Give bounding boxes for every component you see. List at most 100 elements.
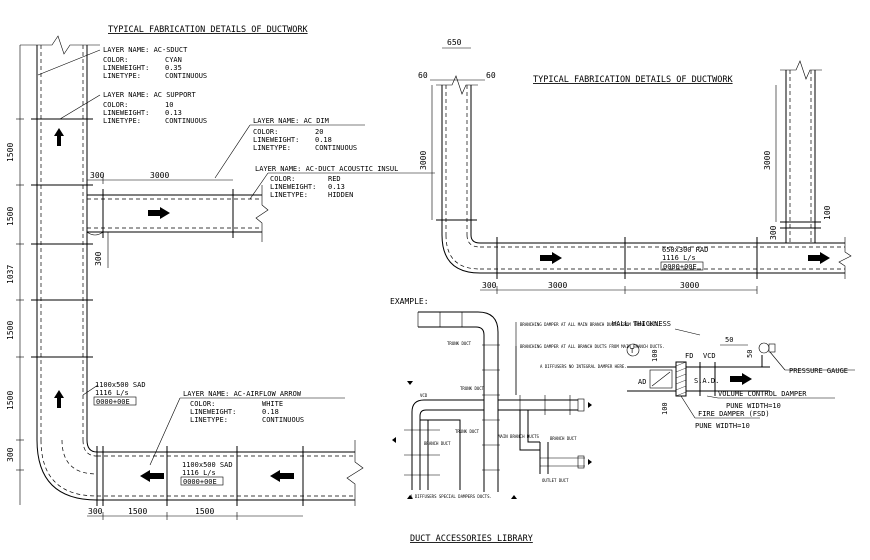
acc-fd: FD xyxy=(685,352,693,360)
layer-sduct-color: CYAN xyxy=(165,56,182,64)
right-duct xyxy=(436,60,852,279)
layer-insul-name: LAYER NAME: AC-DUCT ACOUSTIC INSUL xyxy=(255,165,398,173)
dim-right-h-3000a: 3000 xyxy=(548,281,567,290)
example-diagram: TRUNK DUCT TRUNK DUCT TRUNK DUCT BRANCH … xyxy=(392,311,665,499)
left-branch-duct xyxy=(86,185,269,242)
dim-branch-3000: 3000 xyxy=(150,171,169,180)
acc-sad: S.A.D. xyxy=(694,377,719,385)
dim-right-60b: 60 xyxy=(486,71,496,80)
acc-ad: AD xyxy=(638,378,646,386)
layer-support-lt: CONTINUOUS xyxy=(165,117,207,125)
title-right: TYPICAL FABRICATION DETAILS OF DUCTWORK xyxy=(533,75,733,85)
dim-right-300: 300 xyxy=(769,225,778,240)
dim-right-100: 100 xyxy=(823,205,832,220)
layer-sduct-lt-label: LINETYPE: xyxy=(103,72,141,80)
bottom-tag-flow: 1116 L/s xyxy=(182,469,216,477)
riser-tag-flow: 1116 L/s xyxy=(95,389,129,397)
riser-tag-size: 1100x500 SAD xyxy=(95,381,146,389)
acc-pune-1: PUNE WIDTH=10 xyxy=(726,402,781,410)
layer-dim-lt-label: LINETYPE: xyxy=(253,144,291,152)
acc-fsd-label: FIRE DAMPER (FSD) xyxy=(698,410,770,418)
right-dimensions: 650 60 60 3000 3000 100 300 300 3000 300… xyxy=(418,38,832,294)
layer-sduct-lw: 0.35 xyxy=(165,64,182,72)
layer-arrow-color-label: COLOR: xyxy=(190,400,215,408)
left-riser-duct xyxy=(20,35,100,440)
layer-support-lt-label: LINETYPE: xyxy=(103,117,141,125)
layer-sduct-color-label: COLOR: xyxy=(103,56,128,64)
layer-arrow-color: WHITE xyxy=(262,400,283,408)
layer-dim-color-label: COLOR: xyxy=(253,128,278,136)
layer-dim-lw: 0.18 xyxy=(315,136,332,144)
dim-bottom-1500a: 1500 xyxy=(128,507,147,516)
branch-dimensions: 300 3000 300 xyxy=(87,171,233,268)
dim-bottom-300: 300 xyxy=(88,507,103,516)
layer-arrow-lt-label: LINETYPE: xyxy=(190,416,228,424)
layer-sduct-lt: CONTINUOUS xyxy=(165,72,207,80)
layer-arrow-name: LAYER NAME: AC-AIRFLOW ARROW xyxy=(183,390,302,398)
layer-block-arrow: LAYER NAME: AC-AIRFLOW ARROW COLOR: WHIT… xyxy=(149,390,345,466)
example-trunk-1: TRUNK DUCT xyxy=(447,341,472,346)
dim-right-60a: 60 xyxy=(418,71,428,80)
bottom-tag-size: 1100x500 SAD xyxy=(182,461,233,469)
example-trunk-3: TRUNK DUCT xyxy=(455,429,480,434)
acc-vcd: VCD xyxy=(703,352,716,360)
dim-v-5: 1500 xyxy=(6,391,15,410)
layer-support-lw: 0.13 xyxy=(165,109,182,117)
dim-v-3: 1037 xyxy=(6,265,15,284)
layer-block-sduct: LAYER NAME: AC-SDUCT COLOR: CYAN LINEWEI… xyxy=(37,46,207,80)
layer-dim-color: 20 xyxy=(315,128,323,136)
example-note-3: A DIFFUSERS NO INTEGRAL DAMPER HERE. xyxy=(540,364,627,369)
layer-block-dim: LAYER NAME: AC DIM COLOR: 20 LINEWEIGHT:… xyxy=(214,117,365,179)
acc-dim-100b: 100 xyxy=(661,402,669,415)
layer-dim-lw-label: LINEWEIGHT: xyxy=(253,136,299,144)
dim-branch-300: 300 xyxy=(90,171,105,180)
left-bottom-duct xyxy=(96,440,364,506)
example-branch-1: BRANCH DUCT xyxy=(424,441,451,446)
layer-insul-lt: HIDDEN xyxy=(328,191,353,199)
layer-arrow-lt: CONTINUOUS xyxy=(262,416,304,424)
example-note-1: BRANCHING DAMPER AT ALL MAIN BRANCH DUCT… xyxy=(520,322,660,327)
dim-right-h-300: 300 xyxy=(482,281,497,290)
example-outlet: OUTLET DUCT xyxy=(542,478,569,483)
right-tag-size: 650x300 RAD xyxy=(662,246,708,254)
example-main-branch: MAIN BRANCH DUCTS xyxy=(498,434,540,439)
acc-pune-2: PUNE WIDTH=10 xyxy=(695,422,750,430)
layer-insul-color-label: COLOR: xyxy=(270,175,295,183)
dim-v-4: 1500 xyxy=(6,321,15,340)
acc-dim-100a: 100 xyxy=(651,349,659,362)
dim-bottom-1500b: 1500 xyxy=(195,507,214,516)
acc-vcd-label: VOLUME CONTROL DAMPER xyxy=(718,390,807,398)
example-vcd: VCD xyxy=(420,393,428,398)
example-label: EXAMPLE: xyxy=(390,297,429,306)
acc-wall-thickness: WALL THICKNESS xyxy=(612,320,671,328)
dim-branch-300b: 300 xyxy=(94,251,103,266)
riser-duct-tag: 1100x500 SAD 1116 L/s 0000+00E xyxy=(82,381,146,406)
title-bottom: DUCT ACCESSORIES LIBRARY xyxy=(410,534,533,544)
layer-support-name: LAYER NAME: AC SUPPORT xyxy=(103,91,197,99)
accessory-detail: WALL THICKNESS T AD S.A.D. FD VCD 50 50 … xyxy=(612,320,855,430)
bottom-dimensions: 300 1500 1500 xyxy=(87,507,303,520)
dim-v-2: 1500 xyxy=(6,207,15,226)
right-duct-tag: 650x300 RAD 1116 L/s 0000+00E xyxy=(660,246,708,271)
layer-support-lw-label: LINEWEIGHT: xyxy=(103,109,149,117)
layer-insul-lw: 0.13 xyxy=(328,183,345,191)
acc-circle-t: T xyxy=(630,347,635,355)
example-note-2: BRANCHING DAMPER AT ALL BRANCH DUCTS FRO… xyxy=(520,344,665,349)
dim-right-3000b: 3000 xyxy=(763,151,772,170)
dim-v-1: 1500 xyxy=(6,143,15,162)
layer-support-color-label: COLOR: xyxy=(103,101,128,109)
layer-sduct-name: LAYER NAME: AC-SDUCT xyxy=(103,46,188,54)
title-left: TYPICAL FABRICATION DETAILS OF DUCTWORK xyxy=(108,25,308,35)
dim-right-h-3000b: 3000 xyxy=(680,281,699,290)
layer-insul-lt-label: LINETYPE: xyxy=(270,191,308,199)
left-elbow xyxy=(36,439,98,501)
layer-block-insul: LAYER NAME: AC-DUCT ACOUSTIC INSUL COLOR… xyxy=(249,165,435,200)
example-branch-2: BRANCH DUCT xyxy=(550,436,577,441)
layer-dim-lt: CONTINUOUS xyxy=(315,144,357,152)
layer-arrow-lw-label: LINEWEIGHT: xyxy=(190,408,236,416)
acc-dim-50b: 50 xyxy=(746,350,754,358)
dim-v-6: 300 xyxy=(6,447,15,462)
right-tag-flow: 1116 L/s xyxy=(662,254,696,262)
layer-insul-color: RED xyxy=(328,175,341,183)
